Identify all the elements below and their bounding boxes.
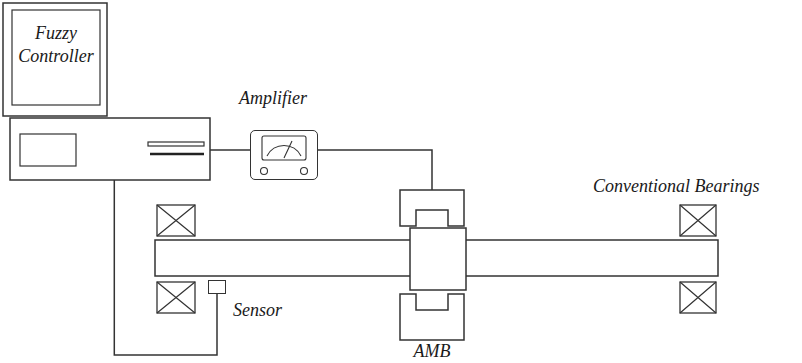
bearing-symbol [157,282,195,313]
bearing-box [157,282,195,313]
amplifier-box: Amplifier [250,130,318,180]
controller-label: Fuzzy Controller [12,12,100,106]
bearing-cross [157,205,195,236]
meter-scale [267,145,301,156]
meter-needle [284,141,292,158]
drive-bay [20,134,76,166]
sensor-label: Sensor [233,300,282,321]
bearing-cross [680,205,716,236]
sensor-box: Sensor [208,280,226,294]
amb-assembly: AMB [400,190,464,340]
bearing-symbol [680,205,716,236]
amplifier-knob [261,168,268,175]
amplifier-label: Amplifier [239,88,307,109]
signal-wire [114,180,217,355]
bearing-label: Conventional Bearings [593,176,759,197]
computer-unit: Fuzzy Controller [2,2,210,180]
bearing-cross [680,282,716,313]
monitor-screen [12,10,100,105]
bearing-box [157,205,195,236]
amb-label: AMB [414,341,451,362]
amplifier-knob [301,168,308,175]
disk-slot [148,142,204,146]
monitor-frame [3,3,107,116]
electromagnet-top [400,190,464,226]
rotor-disc [410,228,466,290]
disk-slot [150,153,204,156]
meter-window [262,136,306,160]
bearing-symbol [157,205,195,236]
signal-wire [210,149,250,151]
electromagnet-bottom [400,294,464,340]
bearing-cross [157,282,195,313]
bearing-box [680,282,716,313]
computer-base [10,118,210,180]
bearing-box [680,205,716,236]
signal-wire [318,150,432,190]
bearing-symbol [680,282,716,313]
